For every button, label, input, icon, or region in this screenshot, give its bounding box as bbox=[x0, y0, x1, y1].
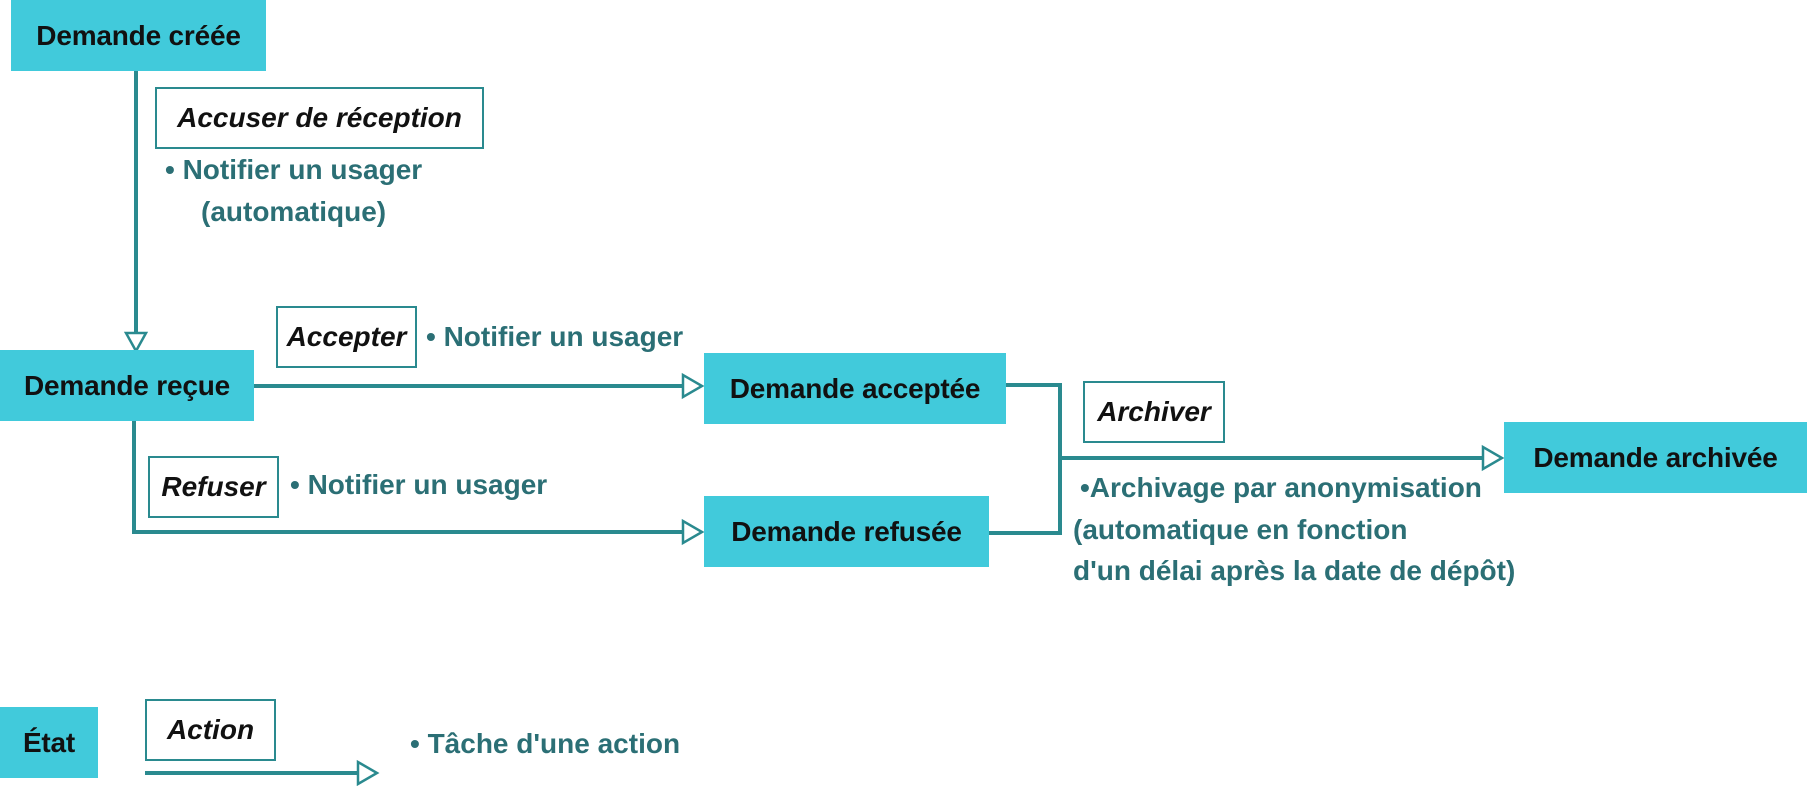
arrowhead-received bbox=[123, 331, 149, 354]
task-accept-notify: • Notifier un usager bbox=[426, 321, 684, 352]
legend-action: Action bbox=[145, 699, 276, 761]
action-accepter: Accepter bbox=[276, 306, 417, 368]
state-demande-acceptee: Demande acceptée bbox=[704, 353, 1006, 424]
state-demande-creee: Demande créée bbox=[11, 0, 266, 71]
action-refuser: Refuser bbox=[148, 456, 279, 518]
task-acknowledge-automatic: (automatique) bbox=[201, 196, 387, 227]
state-demande-refusee: Demande refusée bbox=[704, 496, 989, 567]
arrowhead-archived bbox=[1481, 444, 1505, 472]
legend-task: • Tâche d'une action bbox=[410, 728, 681, 759]
legend-arrowhead bbox=[356, 759, 380, 786]
action-archiver: Archiver bbox=[1083, 381, 1225, 443]
arrowhead-accepted bbox=[681, 372, 705, 400]
task-archive-automatic: (automatique en fonction bbox=[1073, 514, 1408, 545]
legend-state: État bbox=[0, 707, 98, 778]
action-accuser-reception: Accuser de réception bbox=[155, 87, 484, 149]
flow-received-to-refused bbox=[132, 420, 682, 534]
state-demande-archivee: Demande archivée bbox=[1504, 422, 1807, 493]
task-acknowledge-notify: • Notifier un usager bbox=[165, 154, 423, 185]
task-refuse-notify: • Notifier un usager bbox=[290, 469, 548, 500]
task-archive-anonymisation: •Archivage par anonymisation bbox=[1080, 472, 1482, 503]
task-archive-delay: d'un délai après la date de dépôt) bbox=[1073, 555, 1516, 586]
arrowhead-refused bbox=[681, 518, 705, 546]
state-demande-recue: Demande reçue bbox=[0, 350, 254, 421]
